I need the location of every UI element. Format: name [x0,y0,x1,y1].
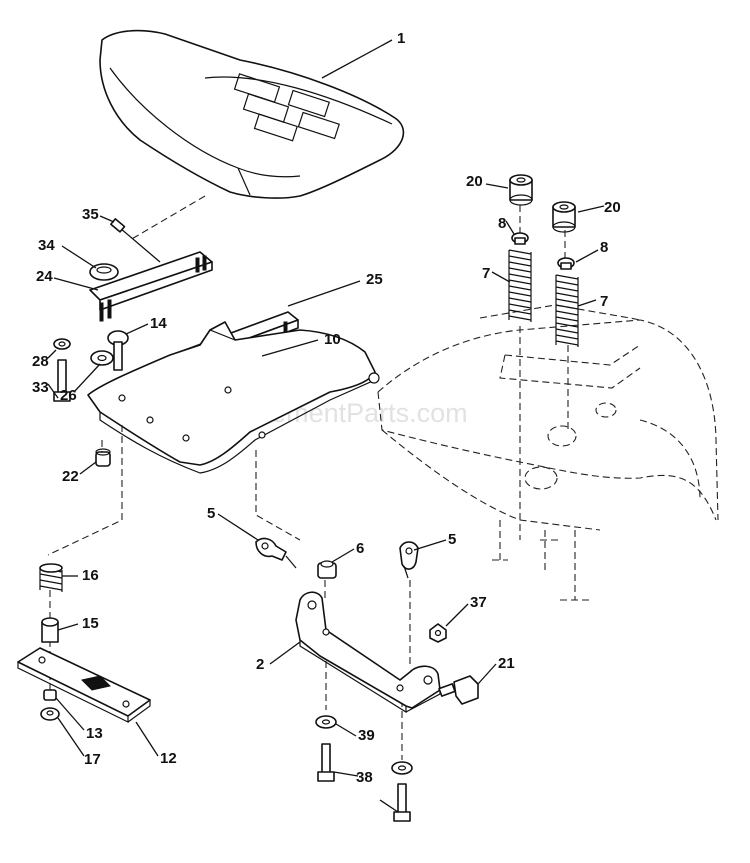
washer-39[interactable] [315,715,413,775]
clip-5-left[interactable] [255,537,297,569]
seat[interactable] [99,29,405,241]
callout-1[interactable]: 1 [397,30,405,47]
knob-34[interactable] [89,263,119,281]
callout-7-left[interactable]: 7 [482,265,490,282]
cap-8-right[interactable] [557,257,575,270]
spring-7-left[interactable] [508,249,532,322]
callout-10[interactable]: 10 [324,331,341,348]
pin-35[interactable] [110,218,161,263]
spacer-20-left[interactable] [509,174,533,206]
callout-17[interactable]: 17 [84,751,101,768]
nut-6[interactable] [317,560,337,579]
cap-8-left[interactable] [511,232,529,245]
callout-6[interactable]: 6 [356,540,364,557]
bolt-38[interactable] [317,743,411,822]
callout-8-left[interactable]: 8 [498,215,506,232]
washer-17[interactable] [40,707,60,721]
callout-8-right[interactable]: 8 [600,239,608,256]
callout-2[interactable]: 2 [256,656,264,673]
callout-35[interactable]: 35 [82,206,99,223]
spacer-15[interactable] [41,617,59,643]
mounting-bracket-2[interactable] [295,591,441,714]
callout-labels: 1 35 34 24 25 14 10 28 33 26 22 20 20 8 … [32,30,621,786]
callout-16[interactable]: 16 [82,567,99,584]
washer-26[interactable] [90,350,114,366]
nut-22[interactable] [95,448,111,467]
bolt-33[interactable] [53,359,71,402]
washer-28[interactable] [53,338,71,350]
callout-34[interactable]: 34 [38,237,55,254]
callout-5-right[interactable]: 5 [448,531,456,548]
callout-24[interactable]: 24 [36,268,53,285]
callout-38[interactable]: 38 [356,769,373,786]
callout-37[interactable]: 37 [470,594,487,611]
callout-14[interactable]: 14 [150,315,167,332]
callout-39[interactable]: 39 [358,727,375,744]
shoulder-bolt-21[interactable] [438,675,479,705]
callout-7-right[interactable]: 7 [600,293,608,310]
callout-33[interactable]: 33 [32,379,49,396]
spacer-20-right[interactable] [552,201,576,233]
carriage-bolt-14[interactable] [107,330,129,371]
bracket-plate-12[interactable] [17,647,151,723]
leader-lines [47,39,605,813]
nut-13[interactable] [43,689,57,701]
seat-plate-10[interactable] [87,321,380,474]
callout-21[interactable]: 21 [498,655,515,672]
spring-16[interactable] [39,563,63,592]
seat-rail-left[interactable] [89,251,213,322]
callout-15[interactable]: 15 [82,615,99,632]
callout-13[interactable]: 13 [86,725,103,742]
spring-7-right[interactable] [555,274,579,347]
callout-28[interactable]: 28 [32,353,49,370]
callout-25[interactable]: 25 [366,271,383,288]
clip-5-right[interactable] [399,541,419,579]
fender-outline [377,304,719,601]
callout-20-left[interactable]: 20 [466,173,483,190]
callout-26[interactable]: 26 [60,387,77,404]
nut-37[interactable] [429,623,447,643]
callout-20-right[interactable]: 20 [604,199,621,216]
callout-22[interactable]: 22 [62,468,79,485]
callout-5-left[interactable]: 5 [207,505,215,522]
callout-12[interactable]: 12 [160,750,177,767]
